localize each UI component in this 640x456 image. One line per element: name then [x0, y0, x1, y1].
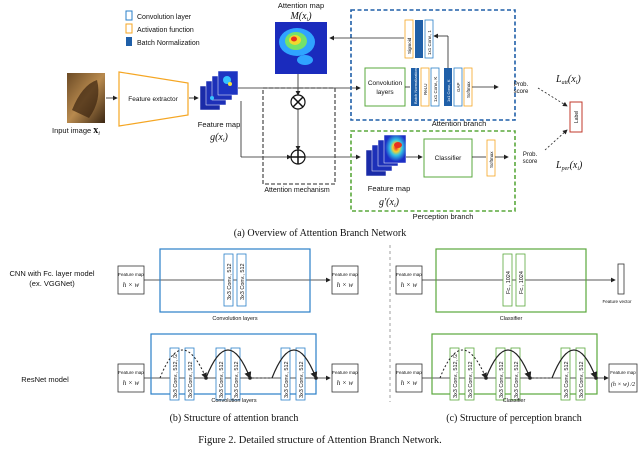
svg-text:Classifier: Classifier [435, 155, 463, 162]
attention-map-label: Attention map [278, 1, 324, 10]
legend-act-label: Activation function [137, 27, 194, 34]
svg-text:Feature map: Feature map [610, 370, 636, 375]
attention-branch-label: Attention branch [432, 119, 487, 128]
svg-text:Convolution layers: Convolution layers [211, 398, 256, 404]
svg-text:3x3 Conv., 512: 3x3 Conv., 512 [284, 361, 290, 398]
svg-text:h × w: h × w [123, 281, 140, 289]
perception-branch-label: Perception branch [413, 212, 474, 221]
svg-text:Classifier: Classifier [503, 398, 526, 404]
svg-text:Feature map: Feature map [332, 370, 358, 375]
legend-conv-swatch [125, 10, 133, 21]
legend-bn-label: Batch Normalization [137, 40, 200, 47]
svg-text:h × w: h × w [401, 281, 418, 289]
svg-text:1x1 Conv., K: 1x1 Conv., K [433, 77, 438, 102]
svg-text:3x3 Conv., 512: 3x3 Conv., 512 [234, 361, 240, 398]
svg-text:Feature map: Feature map [118, 272, 144, 277]
resnet-conv-blocks: 3x3 Conv., 512, /2 3x3 Conv., 512 3x3 Co… [169, 347, 306, 401]
feature-map-math: g(xi) [210, 132, 228, 144]
att-layer-strips: Batch Normalization ReLU 1x1 Conv., K 1x… [404, 19, 473, 107]
attention-branch-box [350, 9, 516, 121]
caption-b: (b) Structure of attention branch [170, 413, 299, 424]
perception-feature-map-stack [365, 134, 407, 177]
attention-map [275, 22, 327, 74]
svg-text:3x3 Conv., 512: 3x3 Conv., 512 [514, 361, 520, 398]
feature-extractor [118, 71, 189, 127]
loss-att: Latt(xi) [555, 74, 581, 86]
svg-text:1x1 Conv., K: 1x1 Conv., K [446, 79, 451, 102]
feature-vector [617, 263, 625, 295]
svg-text:Feature map: Feature map [396, 370, 422, 375]
legend-bn-swatch [126, 37, 132, 46]
legend-act-swatch [125, 23, 133, 34]
caption-a: (a) Overview of Attention Branch Network [234, 228, 406, 239]
svg-text:Batch Normalization: Batch Normalization [413, 68, 418, 104]
svg-text:(h × w) /2: (h × w) /2 [611, 381, 635, 388]
att-conv-layers [364, 67, 406, 107]
legend: Convolution layer Activation function Ba… [125, 10, 200, 47]
input-image-label: Input image xi [52, 125, 100, 137]
svg-text:(ex. VGGNet): (ex. VGGNet) [29, 279, 75, 288]
svg-text:Feature map: Feature map [332, 272, 358, 277]
svg-text:CNN with Fc. layer model: CNN with Fc. layer model [9, 269, 94, 278]
perception-softmax [486, 139, 496, 177]
caption-c: (c) Structure of perception branch [446, 413, 582, 424]
attention-mechanism-box [262, 87, 336, 185]
vgg-conv-layers [159, 248, 311, 313]
figure-caption: Figure 2. Detailed structure of Attentio… [198, 435, 441, 446]
svg-text:Feature vector: Feature vector [602, 299, 632, 304]
attention-map-math: M(xi) [289, 11, 312, 23]
svg-text:Fc., 1024: Fc., 1024 [519, 271, 525, 294]
svg-text:ResNet model: ResNet model [21, 375, 69, 384]
svg-text:h × w: h × w [123, 379, 140, 387]
svg-text:3x3 Conv., 512: 3x3 Conv., 512 [499, 361, 505, 398]
svg-text:Fc., 1024: Fc., 1024 [506, 271, 512, 294]
svg-text:3x3 Conv., 512: 3x3 Conv., 512 [188, 361, 194, 398]
svg-text:Label: Label [574, 111, 580, 123]
svg-text:Feature map: Feature map [118, 370, 144, 375]
resnet-classifier-blocks: 3x3 Conv., 512, /2 3x3 Conv., 512 3x3 Co… [449, 347, 586, 401]
svg-text:3x3 Conv., 512: 3x3 Conv., 512 [227, 263, 233, 300]
svg-text:score: score [523, 159, 538, 165]
feature-extractor-label: Feature extractor [128, 96, 178, 103]
multiply-op [290, 94, 306, 110]
svg-text:3x3 Conv., 512, /2: 3x3 Conv., 512, /2 [453, 354, 459, 398]
svg-text:ReLU: ReLU [423, 83, 428, 95]
svg-text:3x3 Conv., 512: 3x3 Conv., 512 [579, 361, 585, 398]
svg-text:Classifier: Classifier [500, 316, 523, 322]
svg-text:h × w: h × w [337, 281, 354, 289]
svg-text:Softmax: Softmax [466, 81, 471, 98]
label-box [569, 101, 583, 133]
svg-text:GAP: GAP [456, 82, 461, 92]
feature-map-stack [199, 70, 239, 111]
attention-mechanism-label: Attention mechanism [264, 187, 330, 194]
svg-text:3x3 Conv., 512: 3x3 Conv., 512 [240, 263, 246, 300]
add-op [290, 149, 306, 165]
svg-text:Softmax: Softmax [489, 151, 494, 168]
svg-text:h × w: h × w [337, 379, 354, 387]
loss-per: Lper(xi) [555, 160, 583, 172]
classifier-box [423, 138, 473, 178]
svg-text:Feature map: Feature map [396, 272, 422, 277]
legend-conv-label: Convolution layer [137, 14, 192, 21]
svg-text:Feature map: Feature map [368, 184, 411, 193]
svg-text:layers: layers [376, 89, 394, 96]
svg-text:Convolution layers: Convolution layers [212, 316, 257, 322]
perception-branch-box [350, 130, 516, 212]
vgg-classifier [435, 248, 587, 313]
svg-text:3x3 Conv., 512: 3x3 Conv., 512 [299, 361, 305, 398]
feature-map2-math: g'(xi) [379, 197, 400, 209]
svg-text:Prob.: Prob. [514, 82, 529, 88]
svg-text:3x3 Conv., 512: 3x3 Conv., 512 [468, 361, 474, 398]
svg-text:3x3 Conv., 512, /2: 3x3 Conv., 512, /2 [173, 354, 179, 398]
svg-text:3x3 Conv., 512: 3x3 Conv., 512 [564, 361, 570, 398]
feature-map-label: Feature map [198, 120, 241, 129]
svg-text:1x1 Conv., 1: 1x1 Conv., 1 [427, 30, 432, 55]
svg-text:Prob.: Prob. [523, 152, 538, 158]
svg-text:Sigmoid: Sigmoid [407, 37, 412, 54]
svg-text:h × w: h × w [401, 379, 418, 387]
svg-text:score: score [514, 89, 529, 95]
svg-text:3x3 Conv., 512: 3x3 Conv., 512 [219, 361, 225, 398]
svg-text:Convolution: Convolution [368, 80, 403, 87]
